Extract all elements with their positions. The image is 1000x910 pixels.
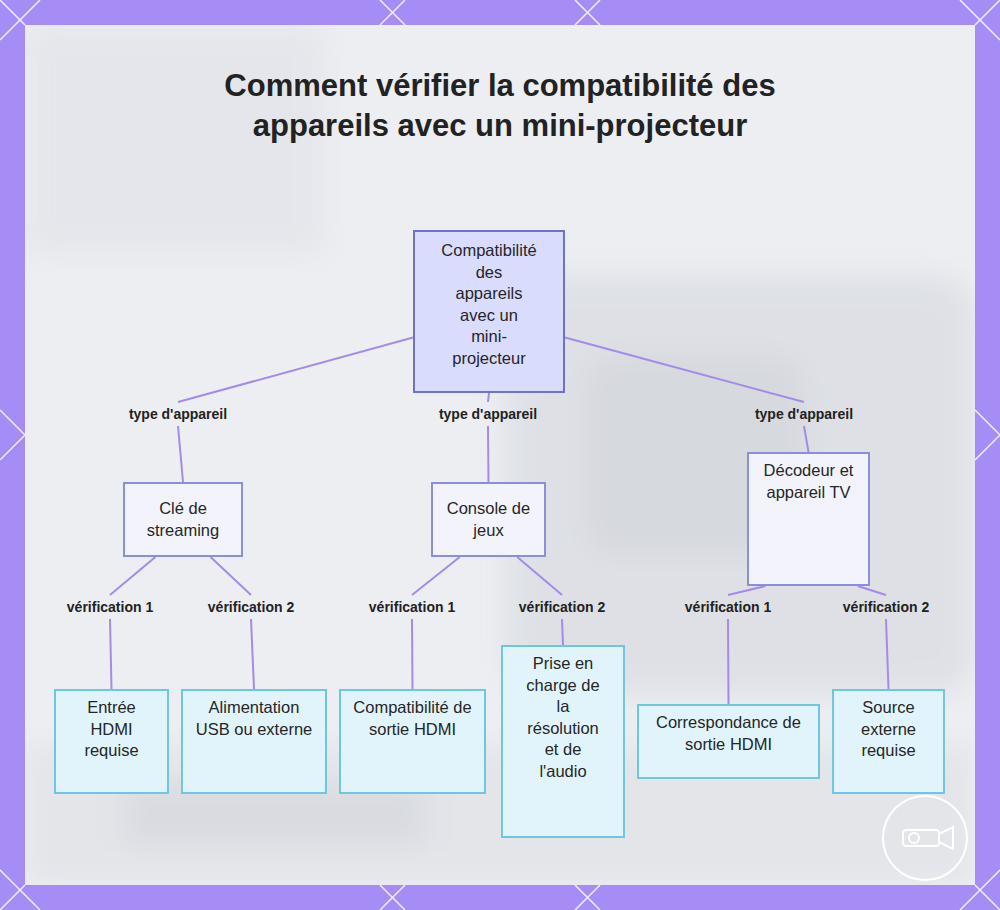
check-box: Correspondance de sortie HDMI xyxy=(637,704,820,779)
edge-label: vérification 2 xyxy=(208,598,294,616)
node-text: Alimentation USB ou externe xyxy=(195,697,313,740)
check-box: Source externe requise xyxy=(832,689,945,794)
edge-label: vérification 1 xyxy=(369,598,455,616)
node-text: Décodeur et appareil TV xyxy=(763,460,854,503)
edge-label: vérification 1 xyxy=(685,598,771,616)
edge-label: vérification 2 xyxy=(519,598,605,616)
bottom-lines xyxy=(380,885,600,910)
edge-label: type d'appareil xyxy=(129,405,227,423)
check-box: Prise en charge de la résolution et de l… xyxy=(501,645,625,838)
check-box: Alimentation USB ou externe xyxy=(181,689,327,794)
node-text: Correspondance de sortie HDMI xyxy=(649,712,808,755)
node-text: Prise en charge de la résolution et de l… xyxy=(525,653,601,782)
diagram-title: Comment vérifier la compatibilité des ap… xyxy=(200,66,800,146)
check-box: Entrée HDMI requise xyxy=(54,689,169,794)
device-box: Clé de streaming xyxy=(123,482,243,557)
node-text: Clé de streaming xyxy=(133,498,233,541)
top-lines xyxy=(380,0,600,25)
connector-line xyxy=(211,557,254,689)
node-text: Console de jeux xyxy=(441,498,536,541)
node-text: Entrée HDMI requise xyxy=(76,697,147,762)
connector-line xyxy=(110,557,155,689)
check-box: Compatibilité de sortie HDMI xyxy=(339,689,486,794)
device-box: Console de jeux xyxy=(431,482,546,557)
connector-line xyxy=(412,557,460,689)
projector-badge xyxy=(883,796,967,880)
node-text: Compatibilité des appareils avec un mini… xyxy=(441,240,537,369)
node-text: Compatibilité de sortie HDMI xyxy=(351,697,474,740)
device-box: Décodeur et appareil TV xyxy=(747,452,870,586)
edge-label: vérification 1 xyxy=(67,598,153,616)
connector-line xyxy=(565,338,809,452)
edge-label: type d'appareil xyxy=(755,405,853,423)
node-text: Source externe requise xyxy=(844,697,933,762)
edge-label: vérification 2 xyxy=(843,598,929,616)
edge-label: type d'appareil xyxy=(439,405,537,423)
root-box: Compatibilité des appareils avec un mini… xyxy=(413,230,565,393)
